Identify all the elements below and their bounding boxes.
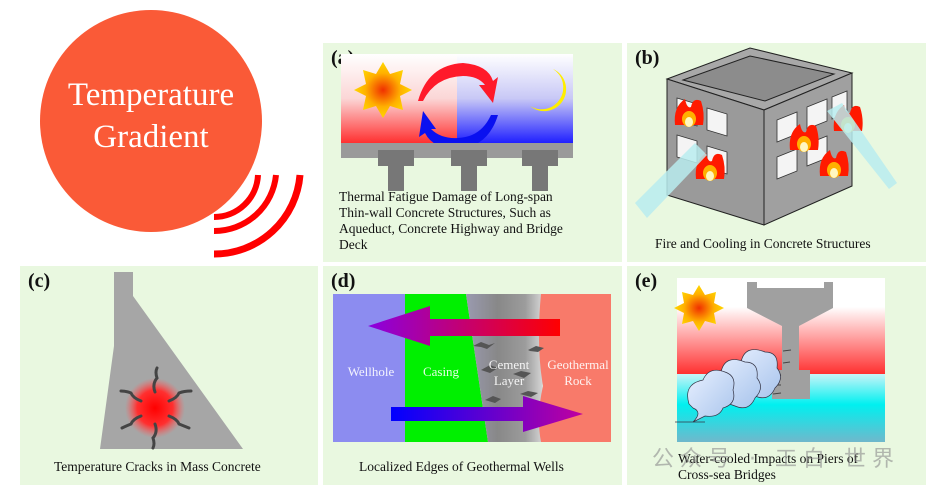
caption-line: Thin-wall Concrete Structures, Such as	[339, 205, 551, 220]
pier-2	[451, 150, 487, 191]
panel-c-label: (c)	[28, 270, 51, 292]
casing-label: Casing	[423, 364, 460, 379]
water-jet-right	[827, 103, 897, 189]
panel-e-caption: Water-cooled Impacts on Piers of Cross-s…	[678, 451, 858, 483]
panel-a: (a) Thermal Fatigue Damage of Long-span …	[323, 43, 622, 262]
heat-flow-arrow-right	[391, 396, 583, 432]
fire-icon	[695, 153, 725, 181]
caption-line: Water-cooled Impacts on Piers of	[678, 451, 859, 466]
panel-e: (e) Water-cooled Impacts on Piers of Cro…	[627, 266, 926, 485]
cement-label: Layer	[494, 373, 525, 388]
wave-icon	[687, 349, 781, 423]
heat-flow-arrow-left	[368, 306, 560, 346]
rock-label: Geothermal	[547, 357, 609, 372]
caption-line: Aqueduct, Concrete Highway and Bridge	[339, 221, 563, 236]
geothermal-well-diagram: Wellhole Casing Cement Layer Geothermal …	[333, 294, 611, 442]
title-text: Temperature Gradient	[40, 74, 262, 158]
pier-3	[522, 150, 558, 191]
panel-b-label: (b)	[635, 47, 660, 69]
temperature-gradient-circle: Temperature Gradient	[40, 10, 262, 232]
fire-icon	[789, 124, 819, 152]
panel-b-caption: Fire and Cooling in Concrete Structures	[655, 236, 871, 251]
title-line-2: Gradient	[93, 119, 209, 155]
water-jet-left	[635, 143, 707, 218]
pier-sea-diagram	[674, 278, 885, 442]
panel-b: (b) Fire and Cooling in Concrete Structu…	[627, 43, 926, 262]
rock-label: Rock	[564, 373, 592, 388]
wellhole-label: Wellhole	[348, 364, 395, 379]
watermark: 公众号 · 工白 世界	[652, 447, 900, 472]
fire-icon	[674, 99, 704, 127]
dam-diagram	[100, 272, 243, 450]
heat-core	[125, 378, 185, 438]
blue-cycle-arrow	[419, 111, 498, 149]
pier-1	[378, 150, 414, 191]
burning-building-diagram	[635, 47, 897, 226]
crack-icons	[473, 342, 544, 403]
caption-line: Thermal Fatigue Damage of Long-span	[339, 189, 553, 204]
caption-line: Cross-sea Bridges	[678, 467, 776, 482]
panel-d: (d) Wellhole Casing Cement Layer Geother…	[323, 266, 622, 485]
panel-a-caption: Thermal Fatigue Damage of Long-span Thin…	[339, 189, 563, 253]
red-cycle-arrow	[418, 63, 498, 103]
aqueduct-diagram	[341, 54, 573, 191]
title-line-1: Temperature	[67, 77, 235, 113]
panel-c-caption: Temperature Cracks in Mass Concrete	[54, 459, 261, 474]
bridge-pier	[747, 282, 833, 399]
crack-icons	[119, 366, 193, 450]
panel-d-caption: Localized Edges of Geothermal Wells	[359, 459, 564, 474]
cement-label: Cement	[489, 357, 530, 372]
panel-e-label: (e)	[635, 270, 658, 292]
panel-c: (c) Temperature Cracks in Mass Concrete	[20, 266, 318, 485]
fire-icon	[819, 150, 849, 178]
panel-d-label: (d)	[331, 270, 356, 292]
sun-icon	[674, 285, 724, 331]
caption-line: Deck	[339, 237, 368, 252]
sun-icon	[354, 62, 412, 118]
